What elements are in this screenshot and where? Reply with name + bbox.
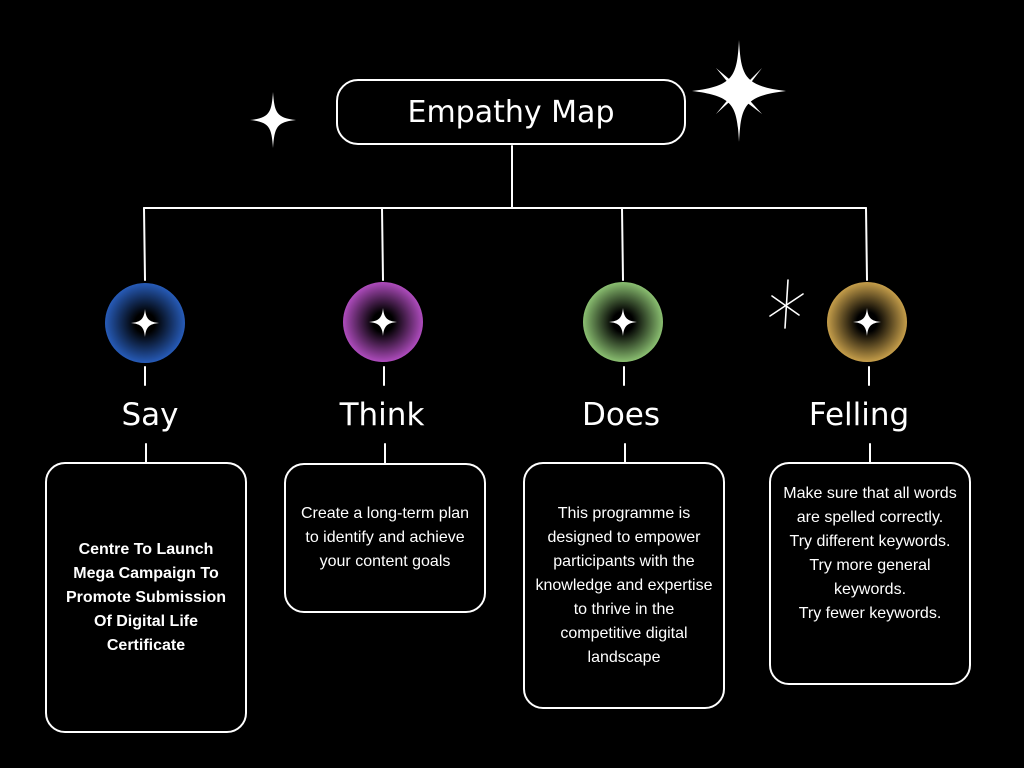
node-circle-does bbox=[583, 282, 663, 362]
drop-line-think bbox=[381, 207, 384, 281]
node-circle-think bbox=[343, 282, 423, 362]
card-think: Create a long-term plan to identify and … bbox=[284, 463, 486, 613]
node-label-does: Does bbox=[581, 397, 661, 433]
card-felling-text: Make sure that all words are spelled cor… bbox=[783, 484, 957, 622]
page-title-text: Empathy Map bbox=[407, 94, 615, 130]
drop-line-say bbox=[143, 207, 146, 281]
card-does: This programme is designed to empower pa… bbox=[523, 462, 725, 709]
drop-line-felling bbox=[865, 207, 868, 281]
node-circle-felling bbox=[827, 282, 907, 362]
card-say-text: Centre To Launch Mega Campaign To Promot… bbox=[65, 540, 227, 654]
node-label-think: Think bbox=[339, 397, 425, 433]
four-point-star-icon bbox=[131, 309, 159, 337]
node-label-felling: Felling bbox=[808, 397, 910, 433]
sparkle-icon bbox=[250, 92, 296, 148]
card-think-text: Create a long-term plan to identify and … bbox=[300, 505, 470, 570]
asterisk-doodle-icon bbox=[769, 279, 804, 329]
sparkle-burst-icon bbox=[692, 40, 786, 142]
four-point-star-icon bbox=[853, 308, 881, 336]
node-circle-say bbox=[105, 283, 185, 363]
page-title: Empathy Map bbox=[336, 79, 686, 145]
node-label-say: Say bbox=[121, 397, 179, 433]
card-felling: Make sure that all words are spelled cor… bbox=[769, 462, 971, 685]
drop-line-does bbox=[621, 207, 624, 281]
four-point-star-icon bbox=[369, 308, 397, 336]
four-point-star-icon bbox=[609, 308, 637, 336]
card-does-text: This programme is designed to empower pa… bbox=[535, 504, 713, 666]
card-say: Centre To Launch Mega Campaign To Promot… bbox=[45, 462, 247, 733]
